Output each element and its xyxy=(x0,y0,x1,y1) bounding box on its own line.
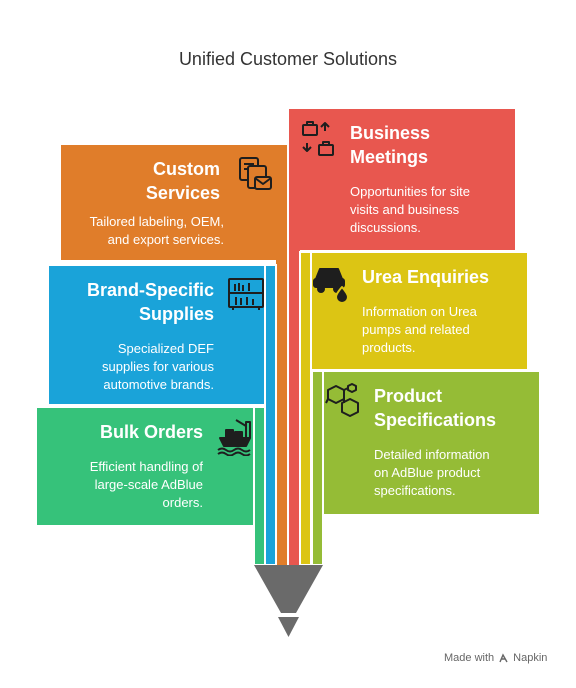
bulk-orders-card: Bulk Orders Efficient handling of large-… xyxy=(37,408,253,525)
briefcase-exchange-icon xyxy=(302,121,334,156)
bulk-orders-stem xyxy=(253,406,266,566)
diagram-title: Unified Customer Solutions xyxy=(178,49,398,69)
custom-services-title: Custom Services xyxy=(145,159,220,203)
made-with-napkin-badge[interactable]: Made with Napkin xyxy=(444,652,547,664)
molecule-icon xyxy=(325,383,359,417)
napkin-logo-icon xyxy=(499,652,508,662)
brand-supplies-title: Brand-Specific Supplies xyxy=(86,280,214,324)
cargo-ship-icon xyxy=(217,419,251,456)
brand-supplies-card: Brand-Specific Supplies Specialized DEF … xyxy=(49,266,264,404)
napkin-brand-label: Napkin xyxy=(513,652,548,664)
business-meetings-card: Business Meetings Opportunities for site… xyxy=(300,109,515,250)
brand-supplies-description: Specialized DEF supplies for various aut… xyxy=(102,341,214,392)
business-meetings-description: Opportunities for site visits and busine… xyxy=(350,184,470,235)
product-specs-card-bg xyxy=(311,370,541,516)
urea-enquiries-card: Urea Enquiries Information on Urea pumps… xyxy=(312,253,527,369)
custom-services-card: Custom Services Tailored labeling, OEM, … xyxy=(61,145,276,260)
product-specs-card: Product Specifications Detailed informat… xyxy=(324,372,539,514)
documents-icon xyxy=(239,157,272,190)
urea-enquiries-description: Information on Urea pumps and related pr… xyxy=(362,304,477,355)
bulk-orders-card-bg xyxy=(35,406,266,527)
funnel-top xyxy=(254,565,323,613)
car-oil-drop-icon xyxy=(313,268,349,303)
business-meetings-stem xyxy=(289,109,300,565)
made-with-label: Made with xyxy=(444,652,495,664)
urea-enquiries-stem xyxy=(299,251,312,566)
product-specs-stem xyxy=(311,370,324,566)
bulk-orders-description: Efficient handling of large-scale AdBlue… xyxy=(89,459,203,510)
bulk-orders-title: Bulk Orders xyxy=(99,422,203,442)
product-specs-title: Product Specifications xyxy=(374,386,497,430)
brand-supplies-stem xyxy=(264,264,277,566)
product-specs-description: Detailed information on AdBlue product s… xyxy=(374,447,490,498)
funnel-tip xyxy=(278,617,299,637)
business-meetings-title: Business Meetings xyxy=(350,123,431,167)
business-meetings-card-bg xyxy=(289,109,515,250)
custom-services-stem xyxy=(276,145,287,565)
shelves-icon xyxy=(228,278,264,310)
urea-enquiries-title: Urea Enquiries xyxy=(362,267,490,287)
custom-services-description: Tailored labeling, OEM, and export servi… xyxy=(89,214,224,247)
